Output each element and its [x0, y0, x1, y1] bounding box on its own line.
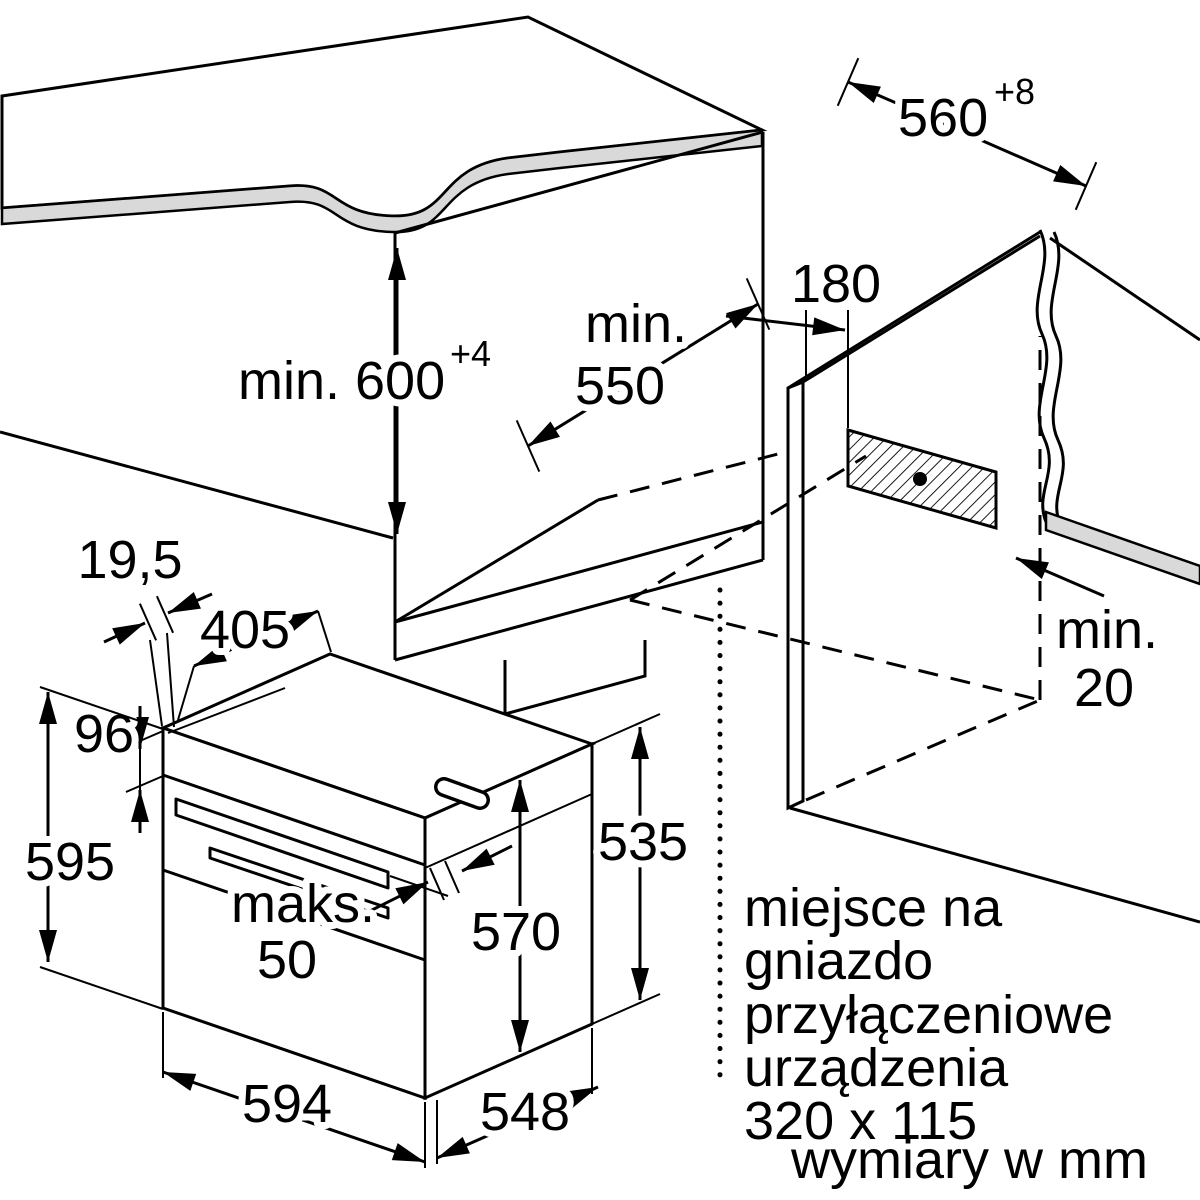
dim-label-panel-height: 96: [74, 704, 134, 764]
dim-label-top-depth: 560: [898, 88, 988, 148]
dim-label-niche-height: min. 600: [238, 351, 445, 411]
dim-label-niche-height-tolerance: +4: [450, 333, 491, 374]
dim-label-door-height: 535: [598, 812, 688, 872]
dim-socket-offset: 180: [725, 247, 888, 336]
panel-top-outer-edge: [787, 230, 1041, 390]
dim-line: [847, 80, 1087, 188]
dim-ext-line: [591, 993, 661, 1025]
socket-dot: [913, 472, 927, 486]
dim-handle-clearance: maks. 50: [224, 844, 513, 997]
socket-note-line-5: 320 x 115: [744, 1091, 977, 1151]
oven-door-top-line: [162, 868, 426, 962]
dim-upper-depth: 405: [177, 593, 332, 721]
dim-niche-depth: min. 550: [515, 277, 771, 473]
panel-bottom-depth-dashed: [805, 698, 1041, 802]
oven-door-side-edge: [424, 793, 593, 869]
dim-ref-line: [317, 610, 332, 653]
dim-label-upper-depth: 405: [200, 600, 290, 660]
oven-handle-lower-bar: [208, 846, 390, 920]
panel-front-outer-edge: [786, 379, 805, 811]
dim-line: [527, 302, 759, 448]
panel-top-inner-edge: [802, 234, 1041, 384]
dim-oven-height: 595: [18, 686, 164, 1010]
dim-oven-depth: 548: [436, 1028, 599, 1164]
dim-oven-width: 594: [162, 1012, 426, 1168]
dim-ext-line: [125, 775, 164, 793]
niche-depth-dashed: [629, 454, 867, 602]
dim-door-height: 535: [591, 713, 695, 1025]
oven-vent-slot-inner: [437, 780, 487, 807]
dim-tick: [138, 603, 158, 641]
wall-line-left: [0, 430, 394, 540]
dim-label-front-frame: 19,5: [77, 530, 182, 590]
dim-arrow: [167, 592, 213, 615]
dim-label-oven-depth: 548: [480, 1082, 570, 1142]
worktop-top-surface: [0, 15, 768, 218]
niche-floor-front-dashed: [629, 598, 1041, 702]
dim-front-frame: 19,5: [70, 523, 213, 728]
units-note: wymiary w mm: [790, 1130, 1148, 1190]
oven-top-frame-line: [167, 687, 286, 734]
dim-tick: [444, 860, 460, 894]
dim-arrow: [103, 621, 146, 645]
oven-handle: [174, 797, 390, 890]
oven: [158, 652, 597, 1101]
cabinet-opening-top: [394, 130, 764, 235]
cabinet-floor-back-dashed: [597, 450, 787, 502]
dim-label-oven-width: 594: [242, 1074, 332, 1134]
dim-ref-line: [177, 665, 195, 721]
cabinet-bottom-outer: [394, 558, 764, 662]
socket-note-line-2: gniazdo: [744, 931, 933, 991]
dim-label-rear-gap-2: 20: [1074, 658, 1134, 718]
dim-top-depth: 560 +8: [836, 57, 1098, 211]
socket-area: [717, 310, 998, 1081]
dim-panel-height: 96: [67, 697, 164, 833]
cabinet-opening-bottom: [394, 520, 764, 624]
dim-tick: [155, 595, 175, 634]
wall-break-wavy-left: [1035, 229, 1051, 523]
dim-line: [436, 1085, 599, 1160]
dim-line: [725, 314, 846, 336]
wall-break-wavy-right: [1049, 231, 1065, 525]
dim-line: [1015, 556, 1105, 598]
dim-label-niche-depth-1: min.: [585, 294, 687, 354]
dim-label-body-height: 570: [471, 902, 561, 962]
dim-ref-line: [149, 639, 163, 727]
dim-label-handle-1: maks.: [231, 874, 375, 934]
right-niche: [629, 229, 1200, 811]
cabinet-plinth-front: [503, 640, 647, 716]
dim-arrow: [461, 844, 513, 873]
dim-label-top-depth-tolerance: +8: [994, 71, 1035, 112]
dim-ref-line: [166, 632, 175, 728]
dim-rear-gap: min. 20: [1015, 556, 1165, 725]
socket-note-line-3: przyłączeniowe: [744, 985, 1113, 1045]
dim-tick: [429, 867, 445, 901]
dim-label-rear-gap-1: min.: [1056, 600, 1158, 660]
socket-note-line-1: miejsce na: [744, 878, 1003, 938]
dim-line: [162, 1070, 426, 1164]
dim-ext-line: [39, 966, 164, 1010]
dim-label-handle-2: 50: [257, 930, 317, 990]
dim-line: [193, 609, 319, 668]
socket-note-line-4: urządzenia: [744, 1038, 1009, 1098]
dim-arrow: [359, 880, 429, 918]
cabinet-floor-depth-edge: [394, 498, 599, 624]
floor-line-right: [789, 806, 1200, 924]
dim-label-socket-offset: 180: [791, 254, 881, 314]
dim-body-height: 570: [464, 780, 568, 1052]
cabinet: [393, 130, 787, 716]
scene-lines: [0, 430, 1200, 924]
worktop-band-right: [1044, 510, 1200, 586]
worktop: [0, 15, 768, 234]
socket-note: miejsce na gniazdo przyłączeniowe urządz…: [744, 878, 1113, 1151]
dim-ext-line: [591, 713, 661, 745]
dim-label-oven-height: 595: [25, 832, 115, 892]
dim-ext-line: [39, 686, 164, 730]
wall-top-edge-right: [1049, 236, 1200, 342]
dim-niche-height: min. 600 +4: [231, 248, 498, 534]
dim-label-niche-depth-2: 550: [575, 356, 665, 416]
oven-control-panel-line: [162, 773, 426, 867]
